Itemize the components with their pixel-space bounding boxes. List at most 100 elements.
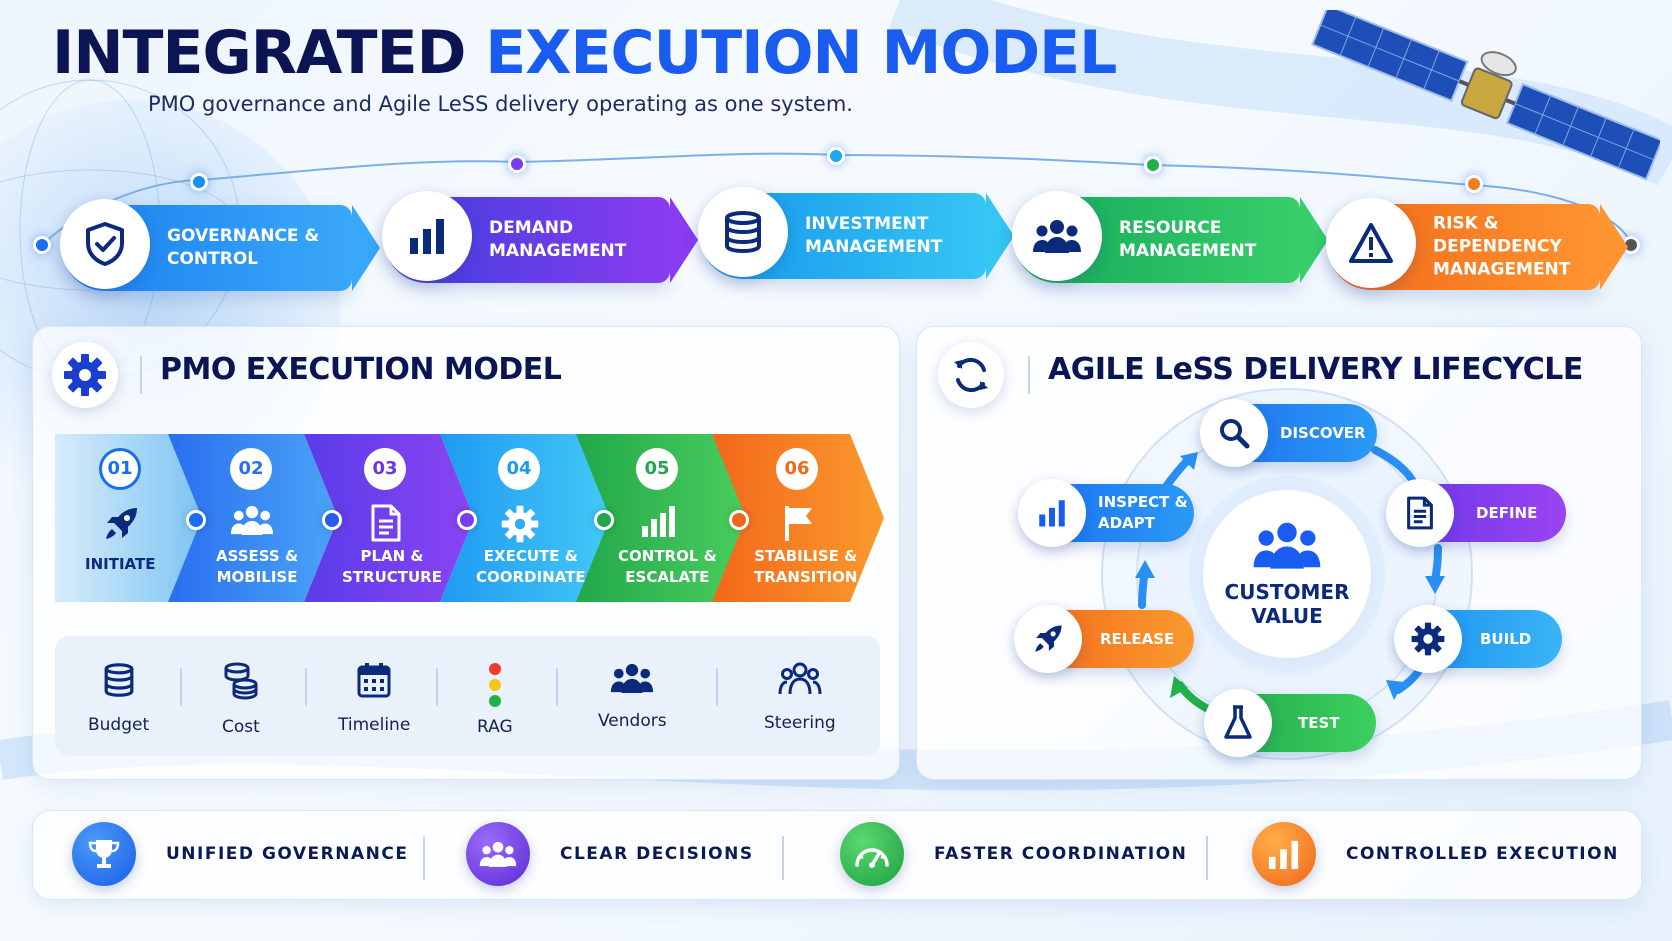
flask-icon <box>1204 689 1272 757</box>
benefit-faster-coordination: FASTER COORDINATION <box>840 822 1187 886</box>
stage-label-line1: CONTROL & <box>618 547 717 565</box>
tool-label: Budget <box>88 715 150 735</box>
step-build[interactable]: BUILD <box>1394 605 1562 673</box>
tool-timeline[interactable]: Timeline <box>338 662 410 735</box>
bar-chart-icon <box>640 504 676 544</box>
connector-dot <box>827 147 845 165</box>
team-icon <box>466 822 530 886</box>
stage-number: 02 <box>230 448 272 490</box>
bar-chart-icon <box>382 191 472 281</box>
speedometer-icon <box>840 822 904 886</box>
stage-number: 03 <box>364 448 406 490</box>
step-release[interactable]: RELEASE <box>1014 605 1194 673</box>
tool-rag[interactable]: RAG <box>477 662 513 737</box>
stage-label-line2: MOBILISE <box>216 568 298 586</box>
benefit-unified-governance: UNIFIED GOVERNANCE <box>72 822 408 886</box>
tool-divider <box>305 668 307 706</box>
stage-number: 06 <box>776 448 818 490</box>
bar-chart-icon <box>1018 479 1086 547</box>
page-subtitle: PMO governance and Agile LeSS delivery o… <box>148 92 853 116</box>
stage-01-initiate[interactable]: 01 INITIATE <box>55 434 205 602</box>
benefit-controlled-execution: CONTROLLED EXECUTION <box>1252 822 1619 886</box>
connector-dot <box>1465 175 1483 193</box>
stage-label: INITIATE <box>85 555 156 573</box>
stage-04-execute-coordinate[interactable]: 04 EXECUTE & COORDINATE <box>440 434 612 602</box>
tool-budget[interactable]: Budget <box>88 662 149 735</box>
team-icon <box>610 662 654 699</box>
connector-dot <box>33 236 51 254</box>
stage-label-line2: TRANSITION <box>754 568 858 586</box>
stage-label: PLAN &STRUCTURE <box>342 546 442 588</box>
step-label: RELEASE <box>1100 629 1175 648</box>
benefit-label: UNIFIED GOVERNANCE <box>166 844 409 864</box>
stage-junction-dot <box>594 510 614 530</box>
connector-dot <box>190 173 208 191</box>
tool-divider <box>180 668 182 706</box>
tool-vendors[interactable]: Vendors <box>598 662 667 731</box>
stage-junction-dot <box>322 510 342 530</box>
step-test[interactable]: TEST <box>1204 689 1376 757</box>
step-label-line1: INSPECT & <box>1098 493 1188 511</box>
benefit-label: CONTROLLED EXECUTION <box>1346 844 1619 864</box>
gear-icon <box>500 504 540 550</box>
flag-icon <box>782 504 816 548</box>
step-define[interactable]: DEFINE <box>1386 479 1566 547</box>
tool-label: Vendors <box>598 711 667 731</box>
tool-label: RAG <box>477 717 513 737</box>
pillar-label-line1: DEMAND <box>489 218 574 239</box>
rocket-icon <box>1014 605 1082 673</box>
stage-label-line1: EXECUTE & <box>483 547 578 565</box>
stage-label: ASSESS & MOBILISE <box>216 546 298 588</box>
tool-label: Timeline <box>338 715 411 735</box>
database-icon <box>103 662 135 703</box>
step-label: BUILD <box>1480 629 1532 648</box>
step-label: TEST <box>1298 713 1340 732</box>
benefit-divider <box>423 836 425 880</box>
stage-label: STABILISE &TRANSITION <box>754 546 857 588</box>
benefit-divider <box>782 836 784 880</box>
shield-check-icon <box>60 199 150 289</box>
pillar-governance-control[interactable]: GOVERNANCE &CONTROL <box>60 199 380 291</box>
pillar-label-line2: MANAGEMENT <box>489 241 627 261</box>
database-icon <box>698 187 788 277</box>
stage-06-stabilise-transition[interactable]: 06 STABILISE &TRANSITION <box>712 434 884 602</box>
pillar-label-line1: INVESTMENT <box>805 214 929 235</box>
stage-label-line1: ASSESS & <box>216 547 299 565</box>
stage-number: 05 <box>636 448 678 490</box>
team-icon <box>1012 191 1102 281</box>
trophy-icon <box>72 822 136 886</box>
step-inspect-adapt[interactable]: INSPECT & ADAPT <box>1018 479 1194 547</box>
title-part-1: INTEGRATED <box>52 18 466 88</box>
tool-cost[interactable]: Cost <box>222 662 260 737</box>
stage-05-control-escalate[interactable]: 05 CONTROL & ESCALATE <box>576 434 748 602</box>
page-title: INTEGRATED EXECUTION MODEL <box>52 18 1117 88</box>
stage-label-line2: ESCALATE <box>625 568 710 586</box>
bar-chart-icon <box>1252 822 1316 886</box>
pillar-label-line2: MANAGEMENT <box>1433 259 1571 280</box>
stage-junction-dot <box>186 510 206 530</box>
gear-icon <box>52 342 118 408</box>
tool-label: Cost <box>222 717 260 737</box>
stage-label-line2: COORDINATE <box>476 568 586 586</box>
step-label: DISCOVER <box>1280 423 1366 442</box>
stage-label: CONTROL & ESCALATE <box>618 546 717 588</box>
stage-02-assess-mobilise[interactable]: 02 ASSESS & MOBILISE <box>168 434 338 602</box>
stage-number: 04 <box>498 448 540 490</box>
steering-group-icon <box>778 662 822 701</box>
agile-title: AGILE LeSS DELIVERY LIFECYCLE <box>1048 352 1583 387</box>
traffic-light-icon <box>487 662 503 713</box>
document-icon <box>1386 479 1454 547</box>
stage-03-plan-structure[interactable]: 03 PLAN &STRUCTURE <box>304 434 474 602</box>
pillar-label-line2: MANAGEMENT <box>1119 241 1257 261</box>
tool-steering[interactable]: Steering <box>764 662 836 733</box>
benefit-clear-decisions: CLEAR DECISIONS <box>466 822 754 886</box>
step-discover[interactable]: DISCOVER <box>1200 399 1377 467</box>
benefit-label: CLEAR DECISIONS <box>560 844 754 864</box>
step-label-line2: ADAPT <box>1098 514 1155 532</box>
search-icon <box>1200 399 1268 467</box>
stage-label-line2: STRUCTURE <box>342 568 442 586</box>
